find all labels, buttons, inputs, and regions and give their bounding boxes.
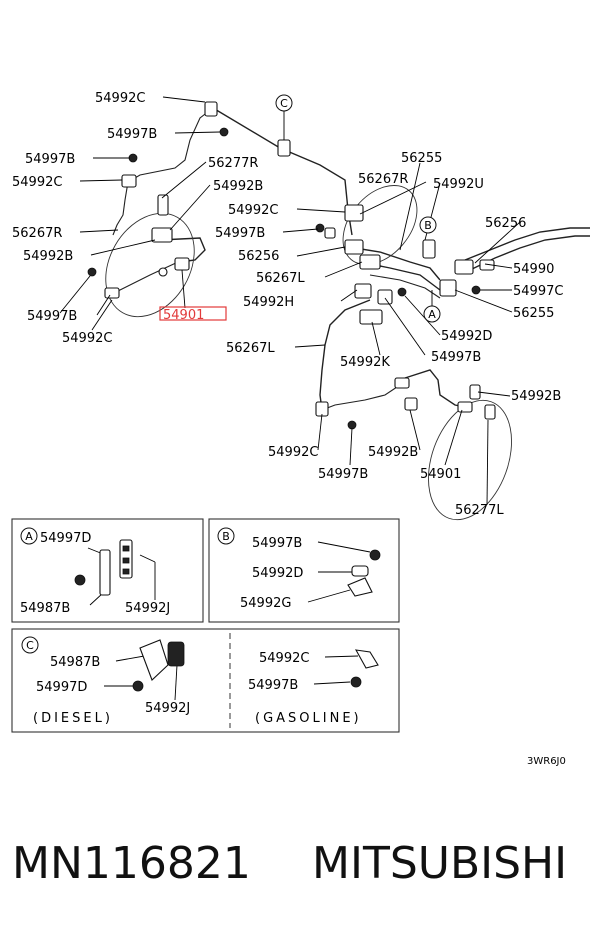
- main-labels: 54992C 54997B 54997B 54992C 56267R 54992…: [12, 91, 563, 518]
- label-54997b-left: 54997B: [25, 152, 75, 167]
- svg-text:A: A: [428, 308, 436, 321]
- label-56277l: 56277L: [455, 503, 504, 518]
- label-54997b-top: 54997B: [107, 127, 157, 142]
- label-54992k: 54992K: [340, 355, 390, 370]
- label-56267l-lower: 56267L: [226, 341, 275, 356]
- svg-text:C: C: [280, 97, 288, 110]
- label-54992c-left: 54992C: [12, 175, 62, 190]
- svg-text:B: B: [222, 530, 230, 543]
- label-54992b-left: 54992B: [23, 249, 73, 264]
- detail-b-label-54992d: 54992D: [252, 566, 303, 581]
- label-54901-highlighted: 54901: [163, 308, 204, 323]
- detail-c-panel: C 54987B 54997D 54992J (DIESEL) 54992C 5…: [11, 628, 400, 733]
- detail-b-label-54997b: 54997B: [252, 536, 302, 551]
- label-54992c-lower-left: 54992C: [62, 331, 112, 346]
- footer-brand: MITSUBISHI: [312, 838, 568, 889]
- label-54997b-bottom: 54997B: [318, 467, 368, 482]
- detail-c-label-54987b: 54987B: [50, 655, 100, 670]
- label-54901-bottom: 54901: [420, 467, 461, 482]
- label-56277r: 56277R: [208, 156, 258, 171]
- label-56267l-mid: 56267L: [256, 271, 305, 286]
- callout-a-main: A: [423, 290, 441, 323]
- detail-c-caption-gasoline: (GASOLINE): [255, 711, 362, 726]
- label-54992b-right: 54992B: [511, 389, 561, 404]
- label-54997b-lower-left: 54997B: [27, 309, 77, 324]
- label-54990: 54990: [513, 262, 554, 277]
- label-54992c-mid: 54992C: [228, 203, 278, 218]
- label-56256-mid: 56256: [238, 249, 279, 264]
- diagram-code: 3WR6J0: [527, 756, 566, 767]
- detail-a-label-54987b: 54987B: [20, 601, 70, 616]
- detail-c-label-54997d: 54997D: [36, 680, 87, 695]
- label-54992b-upper: 54992B: [213, 179, 263, 194]
- svg-text:B: B: [424, 219, 432, 232]
- detail-a-panel: A 54997D 54987B 54992J: [11, 518, 204, 623]
- label-56255-top: 56255: [401, 151, 442, 166]
- footer-part-number: MN116821: [12, 838, 251, 889]
- label-56267r-mid: 56267R: [358, 172, 408, 187]
- part-shapes: [87, 101, 496, 430]
- callout-b-main: B: [419, 216, 437, 234]
- detail-c-label-54992j: 54992J: [145, 701, 190, 716]
- svg-text:A: A: [25, 530, 33, 543]
- label-54992u: 54992U: [433, 177, 484, 192]
- zoom-ellipse-left: [105, 212, 195, 318]
- detail-b-label-54992g: 54992G: [240, 596, 291, 611]
- detail-c-caption-diesel: (DIESEL): [33, 711, 113, 726]
- label-54992b-bottom: 54992B: [368, 445, 418, 460]
- detail-b-panel: B 54997B 54992D 54992G: [208, 518, 400, 623]
- label-56256-right: 56256: [485, 216, 526, 231]
- label-56267r-left: 56267R: [12, 226, 62, 241]
- detail-a-label-54992j: 54992J: [125, 601, 170, 616]
- parts-diagram: C B A 54992C 54997B 54997B 54992C 56267R…: [11, 91, 590, 767]
- label-56255-right: 56255: [513, 306, 554, 321]
- label-54992c-bottom: 54992C: [268, 445, 318, 460]
- label-54997b-right: 54997B: [431, 350, 481, 365]
- callout-c-main: C: [275, 94, 293, 140]
- zoom-ellipse-right: [428, 399, 512, 521]
- label-54992h: 54992H: [243, 295, 294, 310]
- label-54992c-top: 54992C: [95, 91, 145, 106]
- highlight-54901: [159, 306, 227, 321]
- label-54992d: 54992D: [441, 329, 492, 344]
- label-54997c: 54997C: [513, 284, 563, 299]
- detail-c-label-54992c: 54992C: [259, 651, 309, 666]
- label-54997b-mid: 54997B: [215, 226, 265, 241]
- svg-text:C: C: [26, 639, 34, 652]
- leader-lines: [59, 96, 521, 506]
- detail-a-label-54997d: 54997D: [40, 531, 91, 546]
- detail-c-label-54997b: 54997B: [248, 678, 298, 693]
